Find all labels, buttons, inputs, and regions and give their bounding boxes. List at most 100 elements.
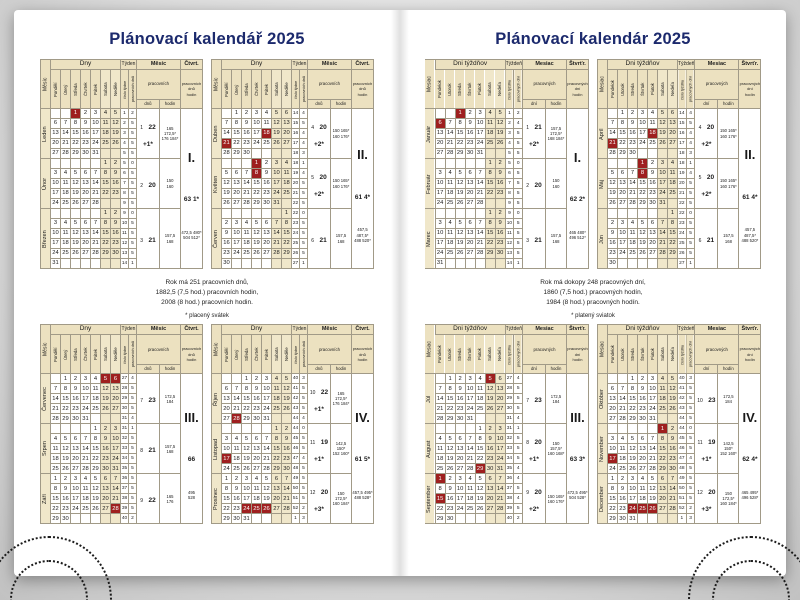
day-cell: 3 [261, 373, 272, 385]
day-cell: 5 [657, 108, 668, 119]
week-number: 40 [120, 513, 129, 525]
quarter-group-header: Čtvrt. [351, 324, 374, 336]
day-name-header: Středa [70, 334, 81, 374]
week-workdays: 5 [128, 383, 137, 395]
quarter-workdays: 61 4* [742, 193, 758, 201]
day-cell: 23 [70, 403, 81, 415]
day-cell: 6 [494, 373, 506, 385]
day-cell: 8 [231, 118, 242, 129]
day-cell: 15 [50, 493, 61, 505]
month-workhours: 150 172,5*160 184* [717, 473, 740, 525]
day-cell: 11 [231, 443, 242, 455]
day-cell [231, 208, 242, 219]
day-cell [60, 158, 71, 169]
week-number: 19 [291, 168, 300, 179]
day-cell: 14 [231, 393, 242, 405]
day-name-header: Čtvrtek [80, 334, 91, 374]
day-cell: 11 [80, 483, 91, 495]
day-cell: 28 [271, 248, 282, 259]
day-cell: 26 [221, 198, 232, 209]
month-workhours: 150 165*160 176* [330, 108, 352, 159]
week-number: 27 [120, 373, 129, 385]
quarter-roman: III. [570, 409, 585, 425]
day-cell [80, 158, 91, 169]
quarter-workhours: 472,5 480*504 512* [182, 230, 202, 241]
month-workhours-line: 150 [552, 178, 560, 184]
day-cell [607, 373, 618, 385]
day-cell: 5 [494, 108, 506, 119]
day-cell: 11 [60, 228, 71, 239]
week-workdays: 5 [128, 503, 137, 515]
day-cell: 13 [647, 228, 658, 239]
day-cell [627, 158, 638, 169]
month-name: Prosinec [211, 473, 222, 524]
day-cell [667, 198, 678, 209]
month-workhours-line: 168 [166, 238, 174, 244]
quarter-summary: IV.61 5*457,5 495*488 528* [351, 373, 374, 525]
day-cell: 7 [110, 473, 121, 485]
day-cell: 22 [454, 138, 466, 149]
day-cell: 9 [241, 118, 252, 129]
month-workdays: 5 20 +2* [307, 158, 331, 209]
week-number: 22 [677, 208, 687, 219]
week-number: 38 [504, 493, 515, 505]
day-cell: 6 [50, 118, 61, 129]
month-workhours-line: 184 [166, 398, 174, 404]
day-cell [607, 423, 618, 435]
day-name-header: Piatok [647, 69, 658, 109]
day-cell: 3 [90, 108, 101, 119]
day-cell: 15 [90, 443, 101, 455]
week-number: 12 [120, 238, 129, 249]
day-name-header: Pondelok [607, 334, 618, 374]
week-workdays: 5 [128, 128, 137, 139]
month-workdays: 3 21 [522, 208, 546, 269]
day-cell [261, 258, 272, 269]
day-cell [637, 513, 648, 525]
day-cell: 14 [60, 128, 71, 139]
day-cell: 14 [281, 483, 292, 495]
day-cell: 11 [241, 228, 252, 239]
day-cell: 6 [667, 108, 678, 119]
day-cell: 16 [637, 393, 648, 405]
holiday-day-cell: 26 [261, 503, 272, 515]
day-cell: 1 [281, 208, 292, 219]
week-workdays: 5 [128, 393, 137, 405]
week-number: 44 [677, 423, 687, 435]
week-workdays: 5 [685, 443, 696, 455]
day-cell: 2 [60, 473, 71, 485]
day-cell: 30 [637, 413, 648, 425]
day-cell: 24 [70, 503, 81, 515]
day-name-header: Sobota [657, 334, 668, 374]
day-cell: 4 [667, 158, 678, 169]
day-cell [281, 148, 292, 159]
week-number: 8 [120, 188, 129, 199]
week-workdays: 2 [128, 108, 137, 119]
day-cell: 31 [110, 463, 121, 475]
day-name-header: Úterý [231, 69, 242, 109]
week-number: 15 [291, 118, 300, 129]
days-group-header: Dni týždňov [434, 324, 506, 336]
month-workhours-line: 157,5 [550, 233, 562, 239]
week-workdays: 4 [685, 108, 696, 119]
day-cell: 9 [70, 383, 81, 395]
day-cell: 8 [70, 118, 81, 129]
day-cell: 8 [241, 383, 252, 395]
week-workdays: 5 [128, 493, 137, 505]
week-number: 31 [504, 423, 515, 435]
day-cell: 20 [667, 128, 678, 139]
month-workdays: 5 20 +2* [694, 158, 719, 209]
week-number: 38 [120, 493, 129, 505]
month-number: 3 [140, 238, 144, 245]
day-cell: 13 [221, 393, 232, 405]
day-cell: 24 [474, 138, 486, 149]
day-cell: 13 [251, 443, 262, 455]
day-cell: 12 [607, 178, 618, 189]
day-cell: 23 [617, 503, 628, 515]
day-cell [281, 198, 292, 209]
quarter-subheader-line: pracovných [739, 81, 761, 87]
quarter-summary: II.61 4*457,5 487,5*488 520* [738, 108, 762, 269]
day-cell: 13 [657, 483, 668, 495]
